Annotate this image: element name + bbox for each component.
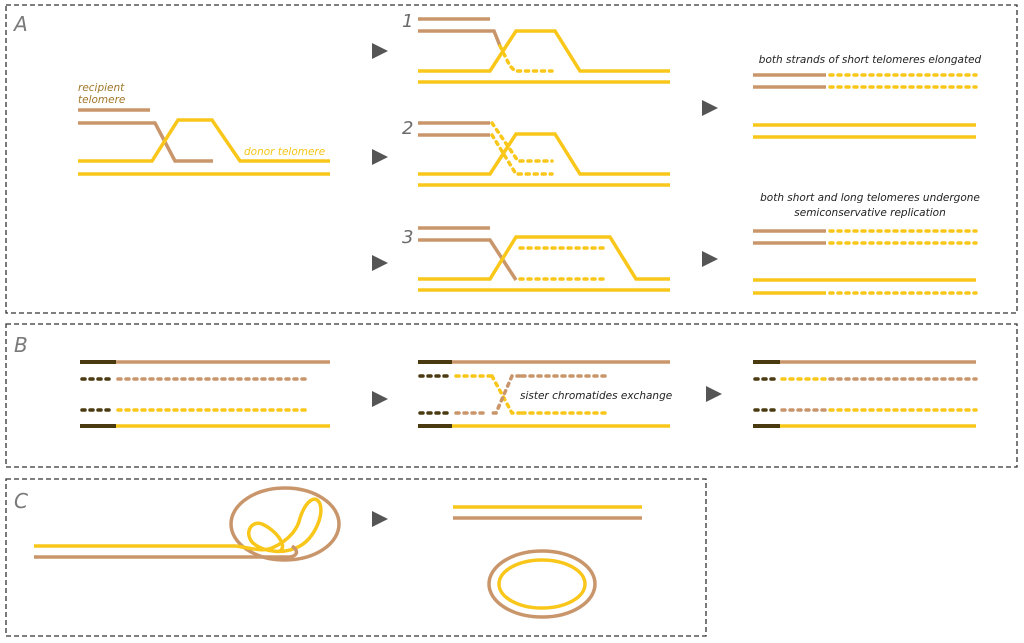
step-3-number: 3: [402, 227, 413, 248]
step-2-number: 2: [402, 118, 413, 139]
recipient-label-2: telomere: [78, 94, 125, 106]
step-1-diagram: [418, 17, 670, 84]
panel-a-border: [5, 4, 1018, 314]
recipient-invading-strand: [78, 121, 213, 163]
panel-a-initial: [78, 108, 330, 176]
result-bottom-diagram: [753, 229, 978, 295]
step-1-number: 1: [402, 11, 413, 32]
donor-loop-strand: [78, 118, 330, 163]
panel-b-stage-2: [418, 360, 670, 428]
panel-c-letter: C: [14, 489, 28, 513]
panel-c-border: [5, 478, 707, 637]
panel-b-stage-1: [80, 360, 330, 428]
panel-c-result: [453, 505, 642, 619]
step-2-diagram: [418, 121, 670, 187]
result-bottom-label-1: both short and long telomeres undergone: [760, 192, 980, 204]
result-top-diagram: [753, 73, 978, 139]
panel-a-letter: A: [12, 12, 28, 36]
panel-b-stage-3: [753, 360, 978, 428]
panel-b-letter: B: [14, 333, 28, 357]
result-top-label: both strands of short telomeres elongate…: [759, 54, 982, 66]
panel-c-t-loop: [34, 486, 341, 562]
result-bottom-label-2: semiconservative replication: [794, 207, 945, 219]
panel-b-border: [5, 323, 1018, 468]
recipient-label-1: recipient: [78, 82, 125, 94]
donor-label: donor telomere: [244, 146, 325, 158]
sister-exchange-label: sister chromatides exchange: [520, 390, 672, 402]
step-3-diagram: [418, 226, 670, 292]
